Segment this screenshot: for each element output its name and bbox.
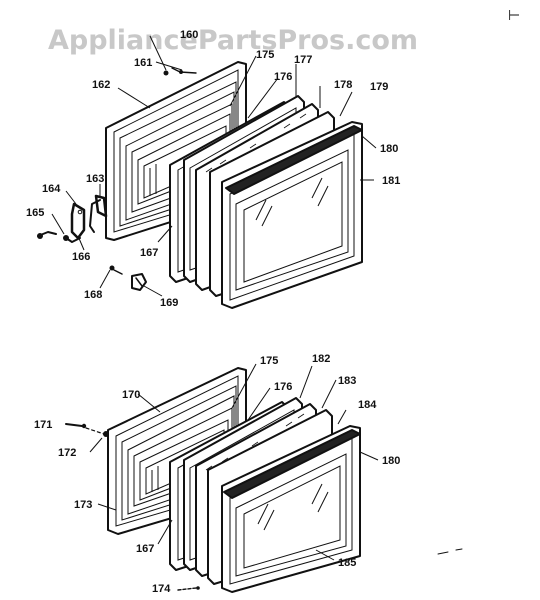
callout-180-lower: 180 [382, 455, 400, 467]
screw-168 [109, 265, 115, 271]
callout-178: 178 [334, 79, 352, 91]
callout-169: 169 [160, 297, 178, 309]
callout-175-lower: 175 [260, 355, 278, 367]
callout-183: 183 [338, 375, 356, 387]
callout-173: 173 [74, 499, 92, 511]
callout-165: 165 [26, 207, 44, 219]
lower-door-assembly [107, 367, 361, 593]
callout-177: 177 [294, 54, 312, 66]
screw-174 [177, 587, 197, 591]
callout-167-upper: 167 [140, 247, 158, 259]
watermark-text: AppliancePartsPros.com [48, 25, 418, 56]
door-handle-180-lower [223, 429, 361, 499]
washer-172 [103, 431, 109, 437]
callout-160: 160 [180, 29, 198, 41]
callout-185: 185 [338, 557, 356, 569]
callout-175-upper: 175 [256, 49, 274, 61]
callout-184: 184 [358, 399, 377, 411]
outer-door-185 [221, 425, 361, 593]
callout-168: 168 [84, 289, 102, 301]
upper-callouts: 160 161 162 175 176 177 178 179 180 181 … [26, 29, 400, 309]
callout-181: 181 [382, 175, 400, 187]
upper-door-assembly [105, 61, 363, 309]
lower-callouts: 170 171 172 173 167 175 176 182 183 184 … [34, 353, 400, 595]
screw-171 [65, 423, 83, 427]
upper-leader-lines [51, 35, 377, 297]
callout-180-upper: 180 [380, 143, 398, 155]
callout-182: 182 [312, 353, 330, 365]
callout-166: 166 [72, 251, 90, 263]
hinge-bracket-164 [70, 202, 86, 240]
callout-179: 179 [370, 81, 388, 93]
hinge-163 [94, 194, 108, 218]
callout-176-lower: 176 [274, 381, 292, 393]
callout-172: 172 [58, 447, 76, 459]
clip-169 [131, 273, 147, 291]
callout-162: 162 [92, 79, 110, 91]
callout-176-upper: 176 [274, 71, 292, 83]
callout-167-lower: 167 [136, 543, 154, 555]
door-handle-180 [225, 125, 363, 195]
callout-161: 161 [134, 57, 152, 69]
upper-hinge-hardware [37, 67, 197, 291]
outer-door-179 [221, 121, 363, 309]
callout-163: 163 [86, 173, 104, 185]
callout-171: 171 [34, 419, 52, 431]
callout-174: 174 [152, 583, 171, 595]
callout-170: 170 [122, 389, 140, 401]
lower-leader-lines [89, 363, 379, 561]
corner-mark: ⊢ [508, 7, 520, 23]
lower-hinge-hardware [65, 423, 463, 591]
callout-164: 164 [42, 183, 61, 195]
